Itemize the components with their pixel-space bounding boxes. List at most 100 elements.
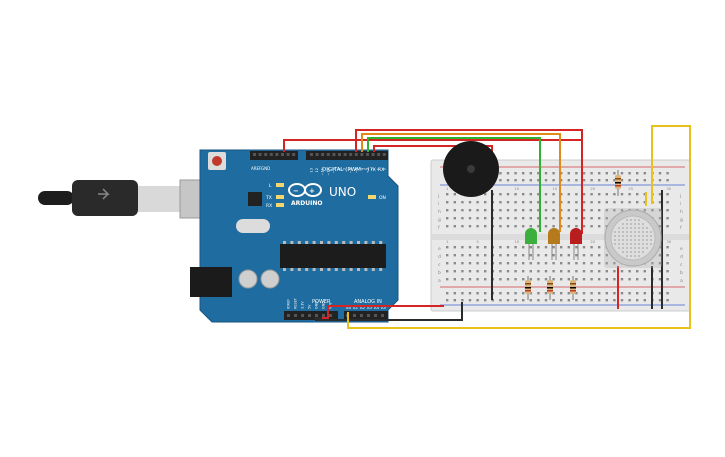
usb-plug-metal [138,186,180,212]
analog-header [344,311,388,320]
led-label-rx: RX [266,203,272,209]
wire-green-led [367,137,541,232]
digital-header-left [250,151,298,160]
svg-text:−: − [293,187,299,195]
bb-col-number: 1 [446,239,449,244]
bb-col-number: 30 [666,186,671,191]
analog-label: ANALOG IN [354,299,382,305]
bb-row-letter: j [679,193,681,199]
breadboard: jjiihhggffeeddccbbaa11551010151520202525… [430,159,691,312]
bb-row-letter: g [680,218,683,223]
digital-header-right [306,151,388,160]
digital-label: DIGITAL (PWM ~) [322,167,369,173]
bb-row-letter: a [438,279,441,284]
bb-col-number: 30 [666,239,671,244]
power-pin-label: 5V [308,304,312,309]
resistor-3 [570,276,576,300]
bb-row-letter: d [680,254,683,260]
usb-cable-strain [38,191,74,205]
power-label: POWER [312,299,331,305]
piezo-buzzer[interactable] [443,141,499,197]
bb-row-letter: f [438,225,440,231]
capacitor-1 [238,269,258,289]
power-pin-label: GND [322,301,326,309]
digital-pin-label: 12 [315,168,319,173]
power-pin-label: IOREF [287,299,291,309]
rx-label: RX [378,167,384,173]
bb-col-number: 10 [514,186,519,191]
arduino-logo: − + ARDUINO UNO [288,183,356,207]
digital-pin-label: 8 [338,167,342,170]
wire-yellow-a0 [347,125,691,329]
analog-pin-label: A2 [360,305,366,310]
analog-pin-label: A0 [346,305,352,310]
leds [525,228,582,260]
bb-row-letter: d [438,254,441,260]
power-pin-label: GND [315,301,319,309]
bb-col-number: 20 [590,186,595,191]
digital-pin-label: ~11 [321,168,325,176]
bb-row-letter: g [438,218,441,223]
bb-col-number: 5 [476,239,479,244]
on-label: ON [379,195,386,201]
usb-icon [98,188,110,200]
led-red[interactable] [570,228,582,260]
tx-label: TX [369,167,376,173]
analog-pin-label: A5 [381,305,387,310]
digital-pin-label: 2 [371,168,375,170]
bb-col-number: 25 [628,186,633,191]
resistor-1 [525,276,531,300]
bb-row-letter: j [437,193,439,199]
digital-pin-label: 7 [343,168,347,170]
bb-col-number: 20 [590,239,595,244]
bb-row-letter: b [438,270,441,276]
bb-row-letter: f [680,225,682,231]
bb-col-number: 10 [514,239,519,244]
bb-col-number: 1 [446,186,449,191]
digital-pin-label: ~5 [354,168,358,173]
aref-label: AREF [251,166,262,171]
digital-pin-label: 4 [360,167,364,170]
led-amber[interactable] [548,228,560,260]
bb-row-letter: h [680,209,683,215]
bb-row-letter: c [438,263,441,268]
logo-text: ARDUINO [291,200,322,207]
led-label-tx: TX [265,195,272,201]
gas-sensor[interactable] [604,208,662,268]
analog-pin-label: A4 [374,305,380,310]
analog-pin-label: A1 [353,305,359,310]
svg-text:+: + [309,187,315,195]
bb-row-letter: i [680,201,681,207]
usb-chip [248,192,262,206]
digital-pin-label: ~3 [366,168,370,173]
board-leds: L TX RX [265,183,284,209]
power-pin-label: RESET [294,297,298,309]
bb-row-letter: c [680,263,683,268]
led-green[interactable] [525,228,537,260]
model-text: UNO [329,185,356,199]
bb-row-letter: a [680,279,683,284]
power-pin-label: 3.3V [301,301,305,309]
digital-pin-label: ~6 [349,167,353,173]
bb-row-letter: i [438,201,439,207]
on-led [368,195,376,199]
wire-red-5v [320,305,444,319]
resistor-sensor [615,170,621,196]
digital-pin-label: ~10 [326,167,330,175]
capacitor-2 [260,269,280,289]
wire-orange-led [361,133,561,232]
resistors [525,170,621,300]
reset-button-cap[interactable] [212,156,222,166]
resistor-2 [547,276,553,300]
atmega-chip [280,244,386,268]
analog-pin-label: A3 [367,305,373,310]
digital-pin-label: 1 [377,168,381,170]
gnd-label: GND [261,166,270,171]
power-jack [190,267,232,297]
crystal [236,219,270,233]
bb-row-letter: e [680,247,683,252]
wires [283,125,691,329]
